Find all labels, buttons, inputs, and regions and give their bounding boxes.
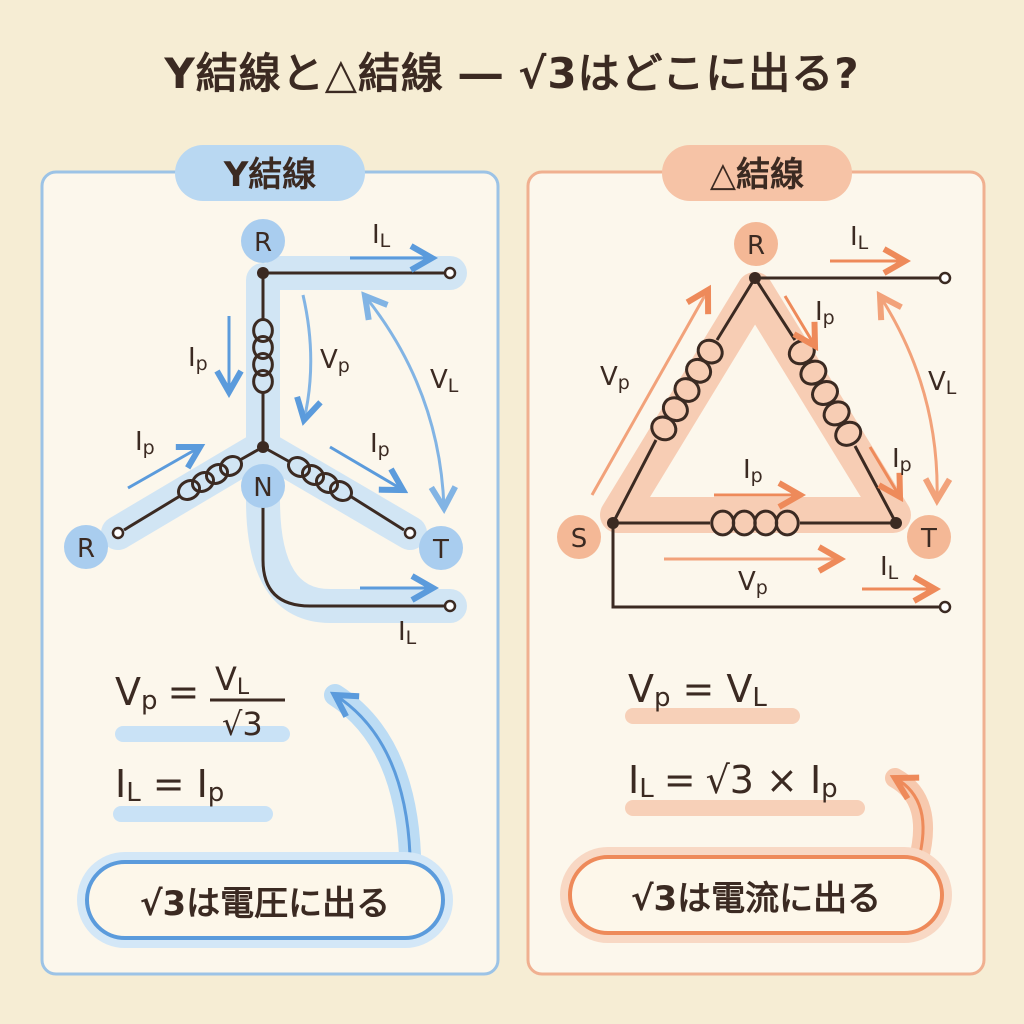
terminal-right[interactable] [403, 526, 417, 540]
node-r-top: R [254, 228, 272, 258]
junction-dot [607, 517, 619, 529]
node-r-left: R [77, 534, 95, 564]
formula2-underline [625, 800, 865, 816]
label-ip-bottom: Ip [743, 455, 763, 487]
delta-pointer-arrow-line [895, 778, 925, 863]
junction-dot [749, 272, 761, 284]
arrow-vp-left [590, 290, 708, 496]
formula2-underline [113, 806, 273, 822]
y-heading-pill [175, 145, 365, 201]
junction-dot [257, 441, 269, 453]
label-il-top: IL [372, 220, 391, 252]
coil-loop [204, 463, 230, 485]
coil-loop [300, 464, 326, 486]
node-r-badge [734, 222, 778, 266]
arrow-ip-right [329, 445, 403, 490]
terminal-top[interactable] [938, 271, 952, 285]
label-ip-right: Ip [370, 429, 390, 461]
label-ip-right-lower: Ip [892, 444, 912, 476]
node-r-top-badge [241, 219, 285, 263]
formula1-underline [115, 726, 290, 742]
page-title: Y結線と△結線 ― √3はどこに出る? [164, 49, 860, 98]
coil-loop [328, 480, 354, 502]
node-t: T [920, 524, 937, 554]
delta-formula-il: IL=√3 × Ip [628, 758, 838, 804]
y-heading: Y結線 [223, 155, 317, 195]
arrow-vp [303, 294, 311, 420]
terminal-left[interactable] [111, 526, 125, 540]
label-il-bottom: IL [398, 617, 417, 649]
node-t-badge [907, 515, 951, 559]
label-il-bottom: IL [880, 552, 899, 584]
arrow-vl [365, 296, 444, 508]
terminal-top[interactable] [443, 266, 457, 280]
coil-loop [314, 472, 340, 494]
y-formula-vp: Vp= [115, 670, 199, 716]
node-r-left-badge [64, 525, 108, 569]
coil-loop [650, 415, 678, 442]
node-t: T [432, 535, 449, 565]
coil-loop [176, 479, 202, 501]
terminal-bottom[interactable] [938, 600, 952, 614]
arrow-vl [880, 296, 937, 500]
node-r: R [747, 231, 765, 261]
coil-loop [252, 352, 274, 377]
coil-loop [286, 456, 312, 478]
delta-heading: △結線 [710, 155, 804, 195]
junction-dot [890, 517, 902, 529]
arrow-ip-right-lower [868, 446, 900, 497]
y-formula-numerator: VL [215, 660, 250, 700]
y-callout-bubble: √3は電圧に出る [85, 860, 445, 940]
terminal-neutral[interactable] [443, 599, 457, 613]
coil-loop [252, 335, 274, 360]
node-n: N [253, 473, 272, 503]
label-vl: VL [430, 365, 459, 397]
label-vp-bottom: Vp [738, 567, 768, 599]
formula1-underline [625, 708, 800, 724]
coil-loop [252, 369, 274, 394]
label-il-top: IL [850, 222, 869, 254]
arrow-ip-left [127, 447, 200, 490]
label-ip-vertical: Ip [188, 343, 208, 375]
delta-wires [611, 276, 940, 609]
coil-loop [218, 455, 244, 477]
coil-loop [252, 318, 274, 343]
coil-loop [774, 509, 800, 537]
y-pointer-arrow-line [335, 695, 412, 856]
label-vp-left: Vp [600, 362, 630, 394]
y-formula-il: IL=Ip [115, 762, 224, 808]
coil-loop [834, 420, 863, 447]
node-n-badge [241, 464, 285, 508]
label-ip-right-upper: Ip [815, 297, 835, 329]
arrow-ip-right-upper [783, 295, 815, 346]
node-s: S [571, 524, 588, 554]
junction-dot [257, 267, 269, 279]
label-ip-left: Ip [135, 427, 155, 459]
delta-formula-vp: Vp=VL [628, 667, 767, 713]
delta-callout-bubble: √3は電流に出る [568, 855, 944, 935]
coil-loop [190, 471, 216, 493]
y-formula-denominator: √3 [222, 705, 263, 743]
node-t-badge [419, 526, 463, 570]
label-vp: Vp [320, 345, 350, 377]
delta-heading-pill [662, 145, 852, 201]
label-vl: VL [928, 367, 957, 399]
node-s-badge [557, 515, 601, 559]
